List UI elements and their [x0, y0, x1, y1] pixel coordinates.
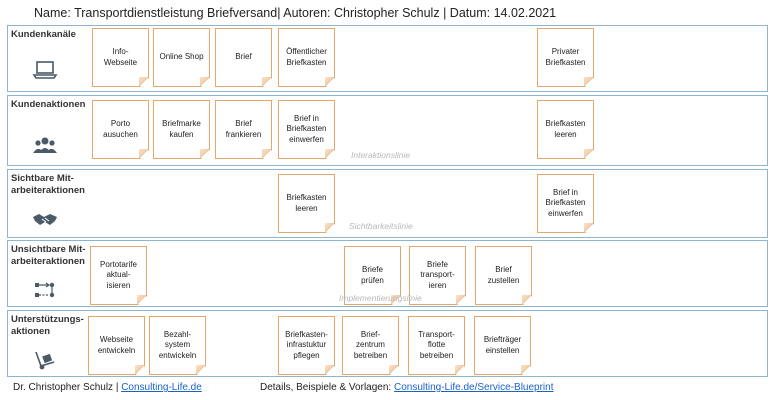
footer-details: Details, Beispiele & Vorlagen: Consultin…: [260, 382, 554, 393]
lane-support-actions: Unterstützungs- aktionen Webseite entwic…: [7, 310, 768, 377]
authors-label: Autoren:: [283, 6, 331, 20]
lane-invisible-employee-actions: Unsichtbare Mit- arbeiteraktionen Portot…: [7, 240, 768, 307]
lane-title: Kundenaktionen: [11, 99, 86, 110]
page-header: Name: Transportdienstleistung Briefversa…: [34, 6, 557, 20]
footer-details-link[interactable]: Consulting-Life.de/Service-Blueprint: [393, 382, 554, 393]
card-info-webseite: Info- Webseite: [92, 28, 149, 87]
card-brief: Brief: [215, 28, 272, 87]
card-briefmarke-kaufen: Briefmarke kaufen: [153, 100, 210, 159]
lane-title: Unterstützungs- aktionen: [11, 314, 84, 337]
card-briefkasten-leeren-visible: Briefkasten leeren: [278, 174, 335, 233]
card-privater-briefkasten: Privater Briefkasten: [537, 28, 594, 87]
lane-visible-employee-actions: Sichtbare Mit- arbeiteraktionen Briefkas…: [7, 169, 768, 238]
interaction-line-label: Interaktionslinie: [351, 150, 411, 160]
card-portotarife-aktualisieren: Portotarife aktual- isieren: [90, 246, 147, 305]
card-briefkasten-infrastruktur: Briefkasten- infrastuktur pflegen: [278, 316, 335, 375]
visibility-line-label: Sichtbarkeitslinie: [349, 221, 413, 231]
footer-author-name: Dr. Christopher Schulz: [13, 382, 114, 393]
lane-title: Kundenkanäle: [11, 29, 76, 40]
date-label: Datum:: [449, 6, 491, 20]
card-briefkasten-leeren: Briefkasten leeren: [537, 100, 594, 159]
card-oeffentlicher-briefkasten: Öffentlicher Briefkasten: [278, 28, 335, 87]
card-brief-zustellen: Brief zustellen: [475, 246, 532, 305]
lane-customer-channels: Kundenkanäle Info- Webseite Online Shop …: [7, 25, 768, 92]
handshake-icon: [30, 208, 60, 230]
lane-title: Sichtbare Mit- arbeiteraktionen: [11, 173, 85, 196]
card-brief-einwerfen-visible: Brief in Briefkasten einwerfen: [537, 174, 594, 233]
card-brieftraeger-einstellen: Briefträger einstellen: [474, 316, 531, 375]
workflow-icon: [30, 279, 60, 301]
card-briefe-pruefen: Briefe prüfen: [344, 246, 401, 305]
laptop-icon: [30, 59, 60, 81]
lane-title: Unsichtbare Mit- arbeiteraktionen: [11, 244, 86, 267]
name-value: Transportdienstleistung Briefversand: [74, 6, 278, 20]
card-bezahlsystem-entwickeln: Bezahl- system entwickeln: [149, 316, 206, 375]
implementation-line-label: Implementierungslinie: [339, 293, 422, 303]
people-icon: [30, 134, 60, 156]
card-brief-frankieren: Brief frankieren: [215, 100, 272, 159]
date-value: 14.02.2021: [493, 6, 557, 20]
card-transportflotte-betreiben: Transport- flotte betreiben: [408, 316, 465, 375]
footer-author-link[interactable]: Consulting-Life.de: [121, 382, 202, 393]
lane-customer-actions: Kundenaktionen Porto ausuchen Briefmarke…: [7, 95, 768, 166]
hand-truck-icon: [30, 349, 60, 371]
card-briefe-transportieren: Briefe transport- ieren: [409, 246, 466, 305]
card-webseite-entwickeln: Webseite entwickeln: [88, 316, 145, 375]
card-online-shop: Online Shop: [153, 28, 210, 87]
card-porto-ausuchen: Porto ausuchen: [92, 100, 149, 159]
footer-details-label: Details, Beispiele & Vorlagen:: [260, 382, 392, 393]
name-label: Name:: [34, 6, 71, 20]
card-briefzentrum-betreiben: Brief- zentrum betreiben: [342, 316, 399, 375]
authors-value: Christopher Schulz: [333, 6, 440, 20]
card-brief-einwerfen: Brief in Briefkasten einwerfen: [278, 100, 335, 159]
footer-author: Dr. Christopher Schulz | Consulting-Life…: [13, 382, 202, 393]
